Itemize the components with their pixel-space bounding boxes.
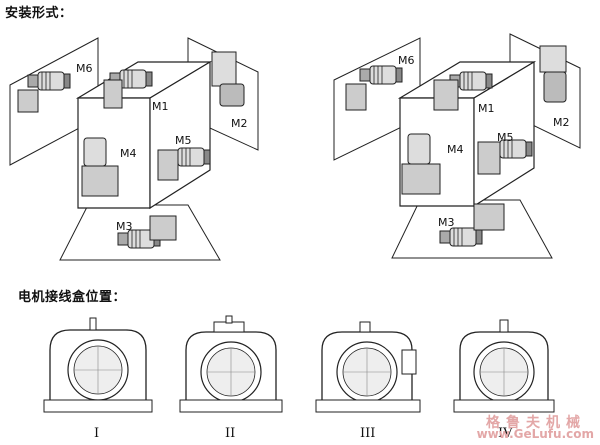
position-label-2: II xyxy=(225,426,236,441)
position-label-4: IV xyxy=(498,426,513,441)
label-m6-right: M6 xyxy=(398,54,415,67)
position-label-1: I xyxy=(94,426,100,441)
label-m1-right: M1 xyxy=(478,102,495,115)
terminal-box-side xyxy=(401,349,417,375)
terminal-box-heading: 电机接线盒位置： xyxy=(18,290,127,305)
box-view-1 xyxy=(43,317,153,413)
right-cube-group: M6 M1 M2 M4 M5 M3 xyxy=(333,33,581,259)
m2-motor-icon xyxy=(219,83,245,107)
box-view-3 xyxy=(315,321,421,413)
m5-gear-icon-right xyxy=(477,141,501,175)
m3-gear-icon-right xyxy=(473,203,505,231)
label-m3: M3 xyxy=(116,220,133,233)
watermark-url: www.GeLufu.com xyxy=(476,427,594,441)
box-view-2 xyxy=(179,315,283,413)
m4-gear-icon xyxy=(81,165,119,197)
m2-motor-icon-right xyxy=(543,71,567,103)
box-view-4 xyxy=(453,319,555,413)
watermark-chinese: 格鲁夫机械 xyxy=(486,415,586,431)
label-m2-right: M2 xyxy=(553,116,570,129)
m5-gear-icon xyxy=(157,149,179,181)
m2-gear-icon xyxy=(211,51,237,87)
m4-gear-icon-right xyxy=(401,163,441,195)
label-m2: M2 xyxy=(231,117,248,130)
m2-gear-icon-right xyxy=(539,45,567,73)
position-label-3: III xyxy=(360,426,376,441)
label-m5: M5 xyxy=(175,134,192,147)
m6-gear-icon-right xyxy=(345,83,367,111)
label-m4-right: M4 xyxy=(447,143,464,156)
m6-gear-icon xyxy=(17,89,39,113)
m6-motor-icon xyxy=(27,71,71,91)
label-m4: M4 xyxy=(120,147,137,160)
m1-gear-icon-right xyxy=(433,79,459,111)
m1-gear-icon xyxy=(103,79,123,109)
mounting-heading: 安装形式： xyxy=(5,6,73,21)
m4-motor-icon xyxy=(83,137,107,167)
label-m1: M1 xyxy=(152,100,169,113)
m4-motor-icon-right xyxy=(407,133,431,165)
m3-gear-icon xyxy=(149,215,177,241)
label-m3-right: M3 xyxy=(438,216,455,229)
m3-motor-icon-right xyxy=(439,227,483,247)
label-m5-right: M5 xyxy=(497,131,514,144)
left-cube-group: M6 M1 M2 M4 M5 M3 xyxy=(9,37,259,261)
m6-motor-icon-right xyxy=(359,65,403,85)
label-m6: M6 xyxy=(76,62,93,75)
